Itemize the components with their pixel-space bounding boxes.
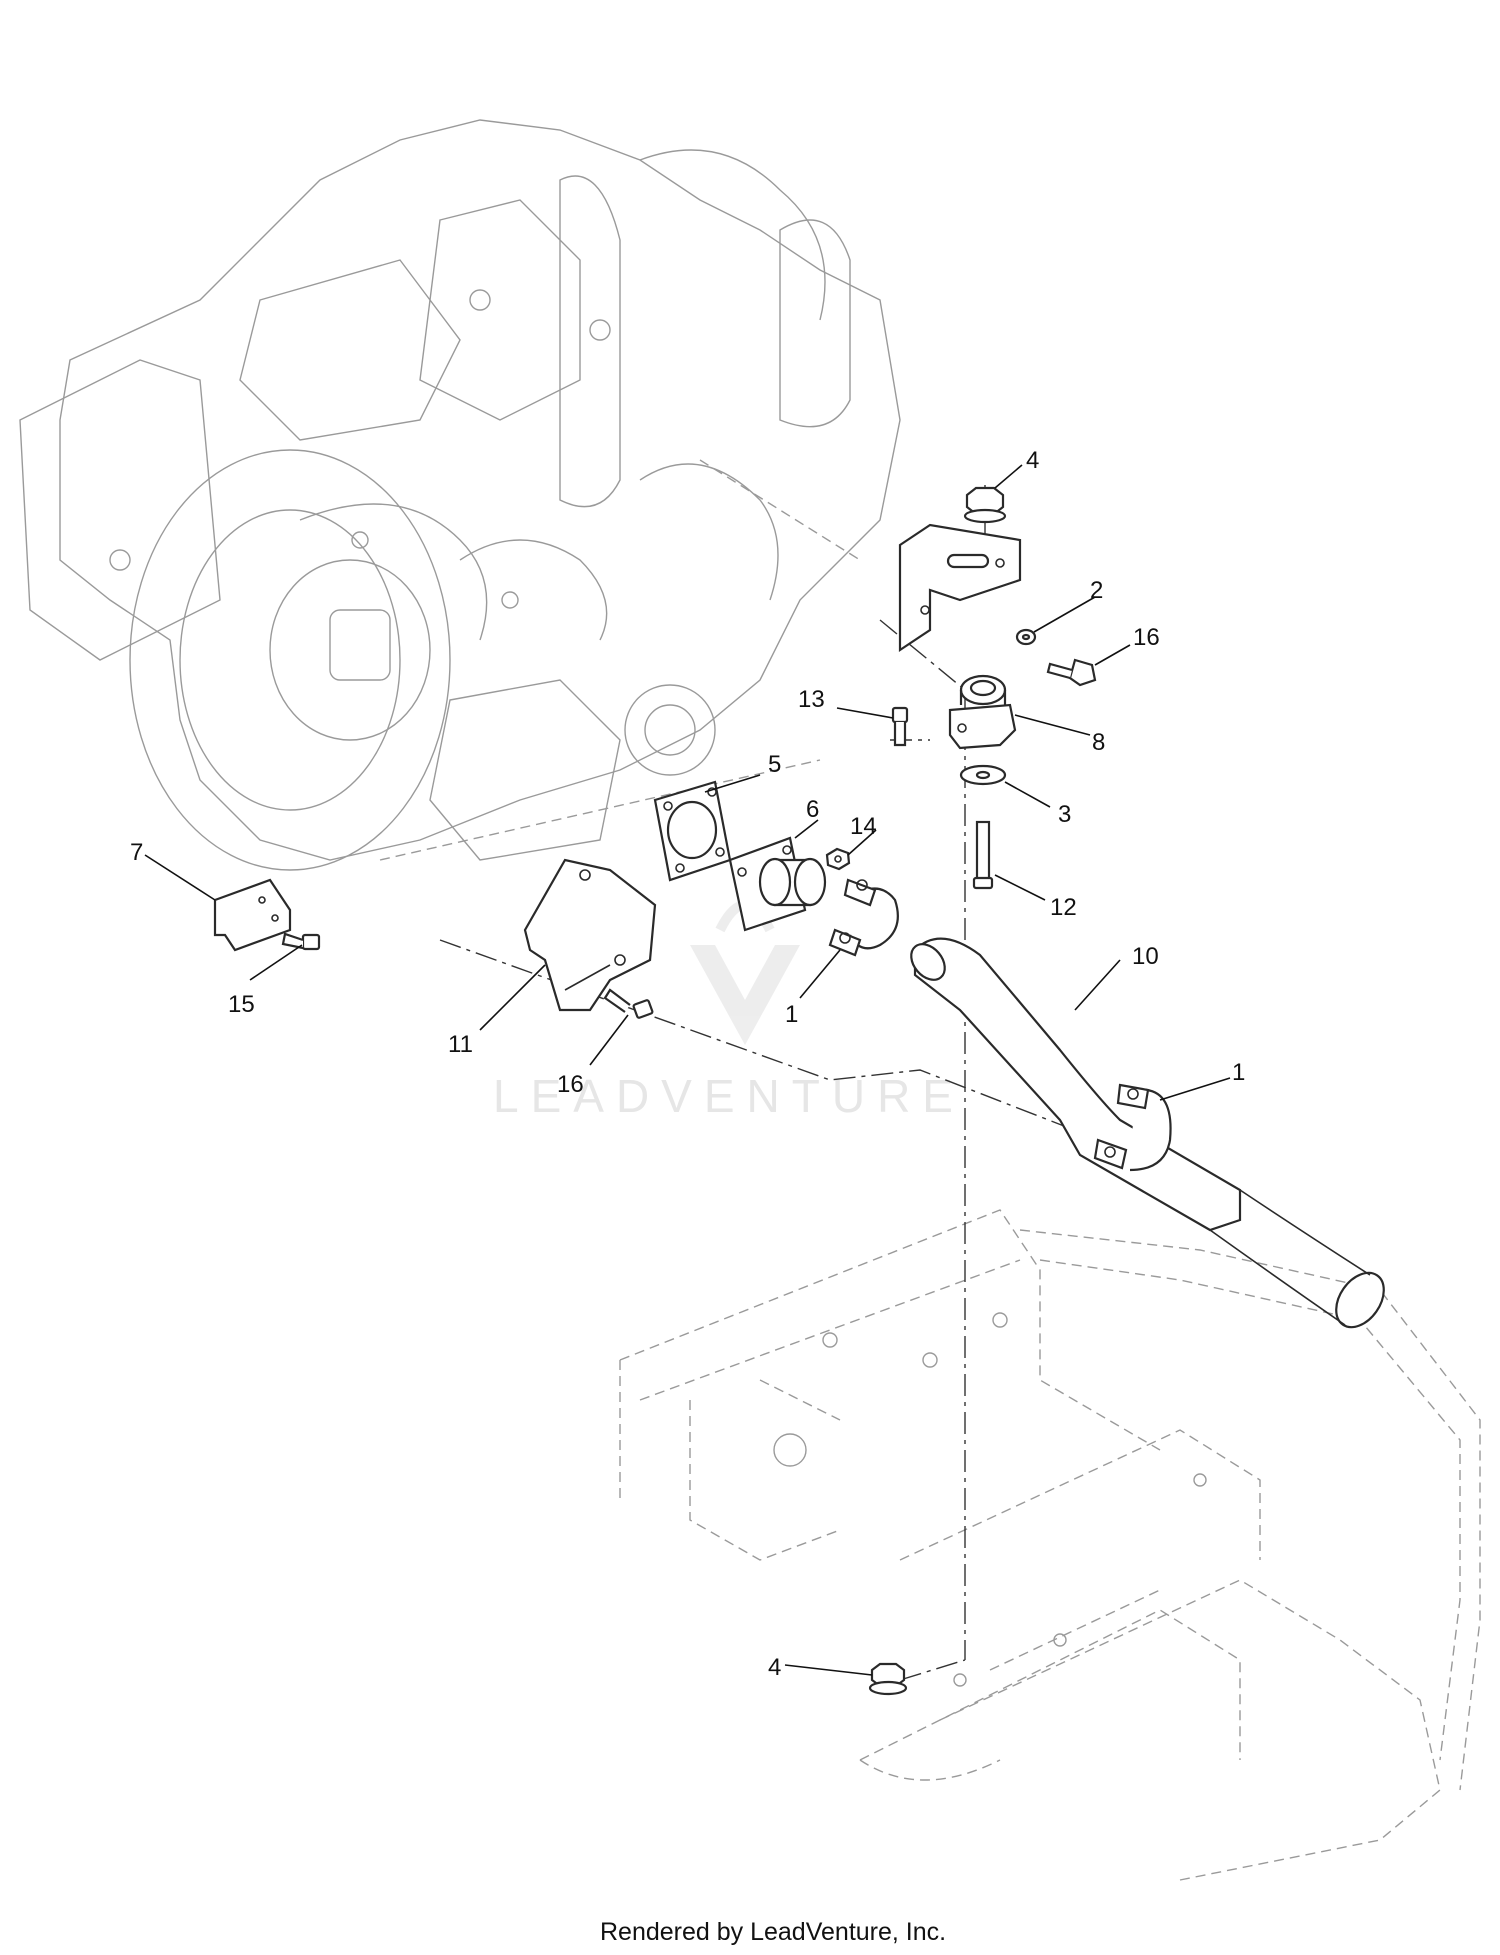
part-11-bracket xyxy=(523,858,657,1012)
callout-16-upper: 16 xyxy=(1133,624,1160,651)
watermark-text: LEADVENTURE xyxy=(493,1070,965,1122)
callout-6: 6 xyxy=(806,796,819,823)
callout-11: 11 xyxy=(448,1031,473,1058)
callout-4-bottom: 4 xyxy=(768,1654,781,1681)
part-4-flange-nut-top xyxy=(963,486,1007,524)
part-16-bolt-upper xyxy=(1046,658,1097,687)
engine-mount-bracket xyxy=(898,523,1022,653)
part-4-flange-nut-bottom xyxy=(868,1662,908,1696)
callout-2: 2 xyxy=(1090,577,1103,604)
part-15-bolt xyxy=(281,932,321,951)
part-1-clamp-upper xyxy=(828,878,899,957)
part-7-bracket xyxy=(213,878,292,952)
part-1-clamp-lower xyxy=(1093,1083,1172,1172)
engine-ghost-outline xyxy=(19,119,901,871)
part-12-long-bolt xyxy=(972,820,994,890)
callout-10: 10 xyxy=(1132,943,1159,970)
part-13-bolt xyxy=(891,706,909,747)
part-2-lock-washer xyxy=(1015,628,1037,646)
callout-8: 8 xyxy=(1092,729,1105,756)
callout-4-top: 4 xyxy=(1026,447,1039,474)
part-14-nut xyxy=(825,847,851,871)
callout-15: 15 xyxy=(228,991,255,1018)
callout-1-upper: 1 xyxy=(785,1001,798,1028)
callout-1-lower: 1 xyxy=(1232,1059,1245,1086)
callout-7: 7 xyxy=(130,839,143,866)
leader-lines xyxy=(144,464,1231,1676)
part-5-gasket xyxy=(653,780,732,882)
callout-labels: 4 2 16 13 8 3 12 5 6 14 1 10 1 11 16 7 1… xyxy=(130,447,1245,1681)
callout-3: 3 xyxy=(1058,801,1071,828)
part-8-isolator-mount xyxy=(948,674,1017,750)
frame-ghost-outline xyxy=(619,1209,1481,1881)
callout-13: 13 xyxy=(798,686,825,713)
callout-16-lower: 16 xyxy=(557,1071,584,1098)
part-3-washer xyxy=(959,764,1007,786)
callout-5: 5 xyxy=(768,751,781,778)
footer-credit: Rendered by LeadVenture, Inc. xyxy=(600,1918,946,1946)
callout-14: 14 xyxy=(850,813,877,840)
part-6-flange-adapter xyxy=(728,836,827,932)
part-16-bolt-lower xyxy=(603,988,654,1019)
callout-12: 12 xyxy=(1050,894,1077,921)
